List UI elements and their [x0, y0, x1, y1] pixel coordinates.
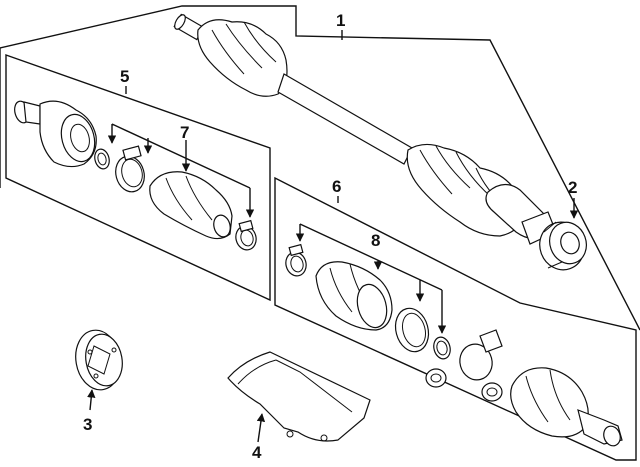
outer-boot-clamp-large — [394, 307, 430, 353]
outer-boot-clamp-small — [285, 243, 307, 277]
callout-3: 3 — [83, 415, 92, 434]
outer-snap-ring — [433, 336, 451, 360]
callout-4-leader — [256, 413, 266, 443]
outer-boot — [315, 261, 393, 331]
callout-7: 7 — [180, 123, 189, 142]
callout-1: 1 — [336, 11, 345, 30]
callout-8: 8 — [371, 231, 380, 250]
callout-5: 5 — [120, 67, 129, 86]
outer-kit-box — [274, 176, 637, 461]
inner-boot-clamp-large — [115, 145, 145, 193]
callout-3-leader — [87, 389, 96, 411]
inner-snap-ring — [94, 148, 110, 170]
assembly-frame — [0, 5, 640, 331]
callout-6: 6 — [332, 177, 341, 196]
inner-boot-clamp-small — [235, 219, 257, 251]
axle-shaft-assembly — [173, 13, 557, 245]
callout-2: 2 — [568, 178, 577, 197]
callout-7-bracket — [111, 123, 251, 216]
outer-cv-inner-race — [425, 329, 503, 402]
heat-shield — [227, 351, 371, 442]
inner-cv-joint — [14, 100, 97, 168]
seal-ring — [539, 221, 587, 271]
inner-boot — [149, 171, 233, 240]
hub-plate — [75, 329, 123, 391]
inner-kit-box — [5, 54, 271, 302]
callout-4: 4 — [252, 443, 262, 462]
outer-cv-joint — [510, 367, 623, 447]
